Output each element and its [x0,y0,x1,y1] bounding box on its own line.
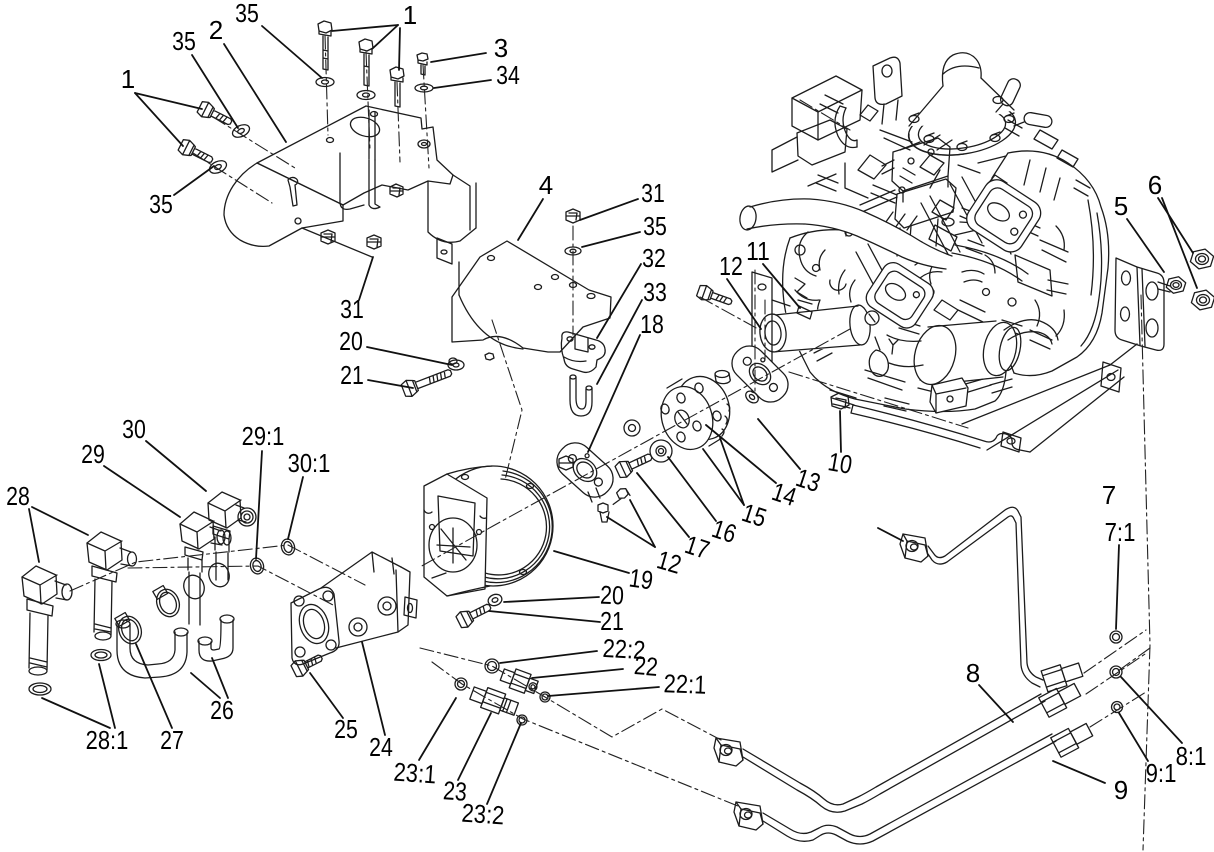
svg-text:9:1: 9:1 [1146,758,1177,788]
svg-text:25: 25 [334,714,358,744]
svg-text:22:2: 22:2 [602,633,646,665]
svg-text:30: 30 [122,414,146,444]
svg-text:35: 35 [172,26,196,56]
svg-text:9: 9 [1114,775,1128,805]
svg-text:35: 35 [643,211,667,241]
svg-text:3: 3 [494,33,508,63]
svg-text:6: 6 [1148,170,1162,200]
svg-text:7:1: 7:1 [1105,517,1136,547]
svg-text:32: 32 [642,243,666,273]
svg-text:31: 31 [641,178,665,208]
svg-text:28: 28 [6,481,30,511]
svg-text:22:1: 22:1 [663,668,707,699]
svg-text:27: 27 [160,725,184,755]
svg-text:23:2: 23:2 [461,798,506,831]
svg-text:20: 20 [600,580,625,611]
svg-text:33: 33 [643,277,667,307]
svg-text:34: 34 [496,60,520,90]
svg-text:1: 1 [403,0,417,30]
svg-text:8: 8 [966,658,980,688]
svg-text:28:1: 28:1 [86,725,129,755]
svg-text:35: 35 [149,189,173,219]
svg-text:23:1: 23:1 [393,757,438,790]
svg-text:21: 21 [600,606,624,636]
svg-text:26: 26 [210,695,234,725]
svg-text:10: 10 [826,446,855,480]
svg-text:19: 19 [627,563,655,596]
svg-text:24: 24 [369,732,393,762]
svg-text:22: 22 [633,650,659,682]
svg-text:11: 11 [746,236,770,266]
svg-text:4: 4 [539,170,553,200]
svg-text:35: 35 [235,0,259,28]
svg-text:31: 31 [340,294,364,324]
svg-text:29:1: 29:1 [242,421,285,451]
svg-text:21: 21 [340,360,364,390]
svg-text:23: 23 [442,775,468,807]
svg-text:8:1: 8:1 [1176,741,1207,771]
svg-text:2: 2 [209,15,223,45]
svg-text:20: 20 [339,326,363,356]
svg-text:5: 5 [1114,191,1128,221]
svg-text:12: 12 [719,251,743,281]
svg-text:1: 1 [121,64,135,94]
svg-text:7: 7 [1102,480,1116,510]
svg-text:29: 29 [81,439,105,469]
svg-text:30:1: 30:1 [288,448,331,478]
svg-text:18: 18 [640,309,664,339]
